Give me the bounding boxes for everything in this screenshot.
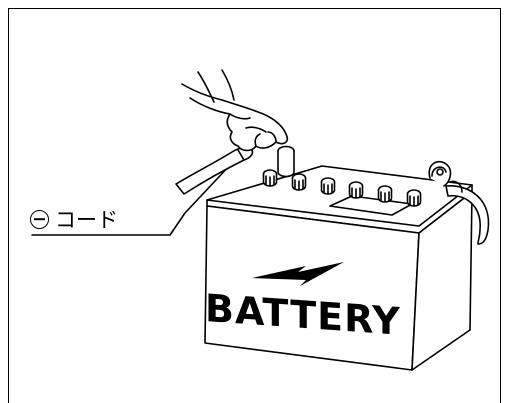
minus-circle-icon — [30, 210, 49, 229]
cell-cap — [379, 186, 392, 202]
cell-cap — [322, 178, 335, 194]
cell-cap — [350, 182, 363, 198]
cell-cap — [408, 190, 421, 206]
cell-cap — [264, 170, 277, 186]
cell-cap — [293, 174, 306, 190]
negative-cord-callout: コード — [30, 206, 118, 232]
callout-text: コード — [55, 204, 118, 234]
negative-terminal — [278, 147, 294, 177]
